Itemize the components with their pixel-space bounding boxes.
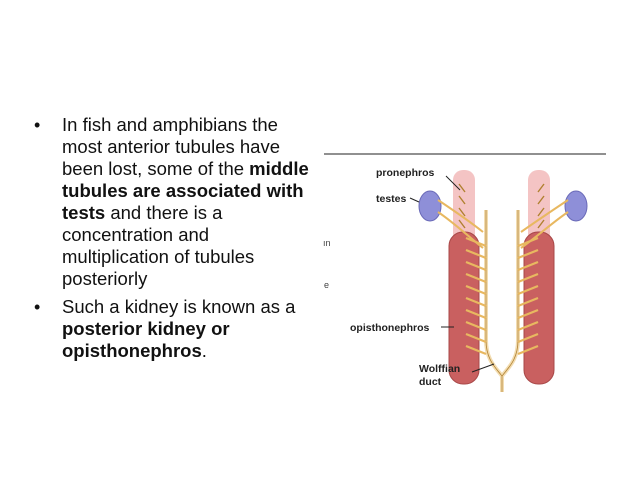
- label-duct: duct: [419, 376, 442, 388]
- bullet-2-text-a: Such a kidney is known as a: [62, 296, 296, 317]
- right-kidney-tubules: [517, 236, 539, 356]
- bullet-item-2: Such a kidney is known as a posterior ki…: [34, 296, 319, 362]
- kidney-diagram: ın e: [323, 153, 606, 392]
- label-testes: testes: [376, 193, 407, 205]
- pronephros-tubules: [458, 183, 545, 229]
- bullet-2-bold: posterior kidney or opisthonephros: [62, 318, 230, 361]
- label-pronephros: pronephros: [376, 167, 434, 179]
- left-opisthonephros-body: [448, 231, 480, 385]
- left-kidney-tubules: [465, 236, 487, 356]
- bullet-1-text-a: In fish and amphibians the most anterior…: [62, 114, 281, 179]
- left-testis: [418, 190, 442, 222]
- left-testis-ducts: [437, 199, 484, 249]
- bullet-item-1: In fish and amphibians the most anterior…: [34, 114, 319, 290]
- leader-testes: [409, 197, 420, 203]
- right-testis-ducts: [520, 199, 569, 249]
- leader-pronephros: [445, 175, 461, 191]
- right-opisthonephros-body: [523, 231, 555, 385]
- bullet-1-text-b: and there is a concentration and multipl…: [62, 202, 255, 289]
- leader-wolffian: [471, 363, 495, 373]
- bullet-1-bold: middle tubules are associated with tests: [62, 158, 309, 223]
- bullet-2-text-b: .: [201, 340, 207, 361]
- bullet-list: In fish and amphibians the most anterior…: [34, 114, 319, 368]
- left-wolffian-duct: [484, 210, 504, 378]
- fragment-text-2: e: [324, 280, 329, 290]
- right-testis: [564, 190, 588, 222]
- fragment-text-1: ın: [323, 238, 331, 248]
- right-wolffian-duct: [500, 210, 520, 378]
- label-opisthonephros: opisthonephros: [350, 322, 429, 334]
- duct-outline: [485, 210, 519, 392]
- label-wolffian: Wolffian: [419, 363, 460, 375]
